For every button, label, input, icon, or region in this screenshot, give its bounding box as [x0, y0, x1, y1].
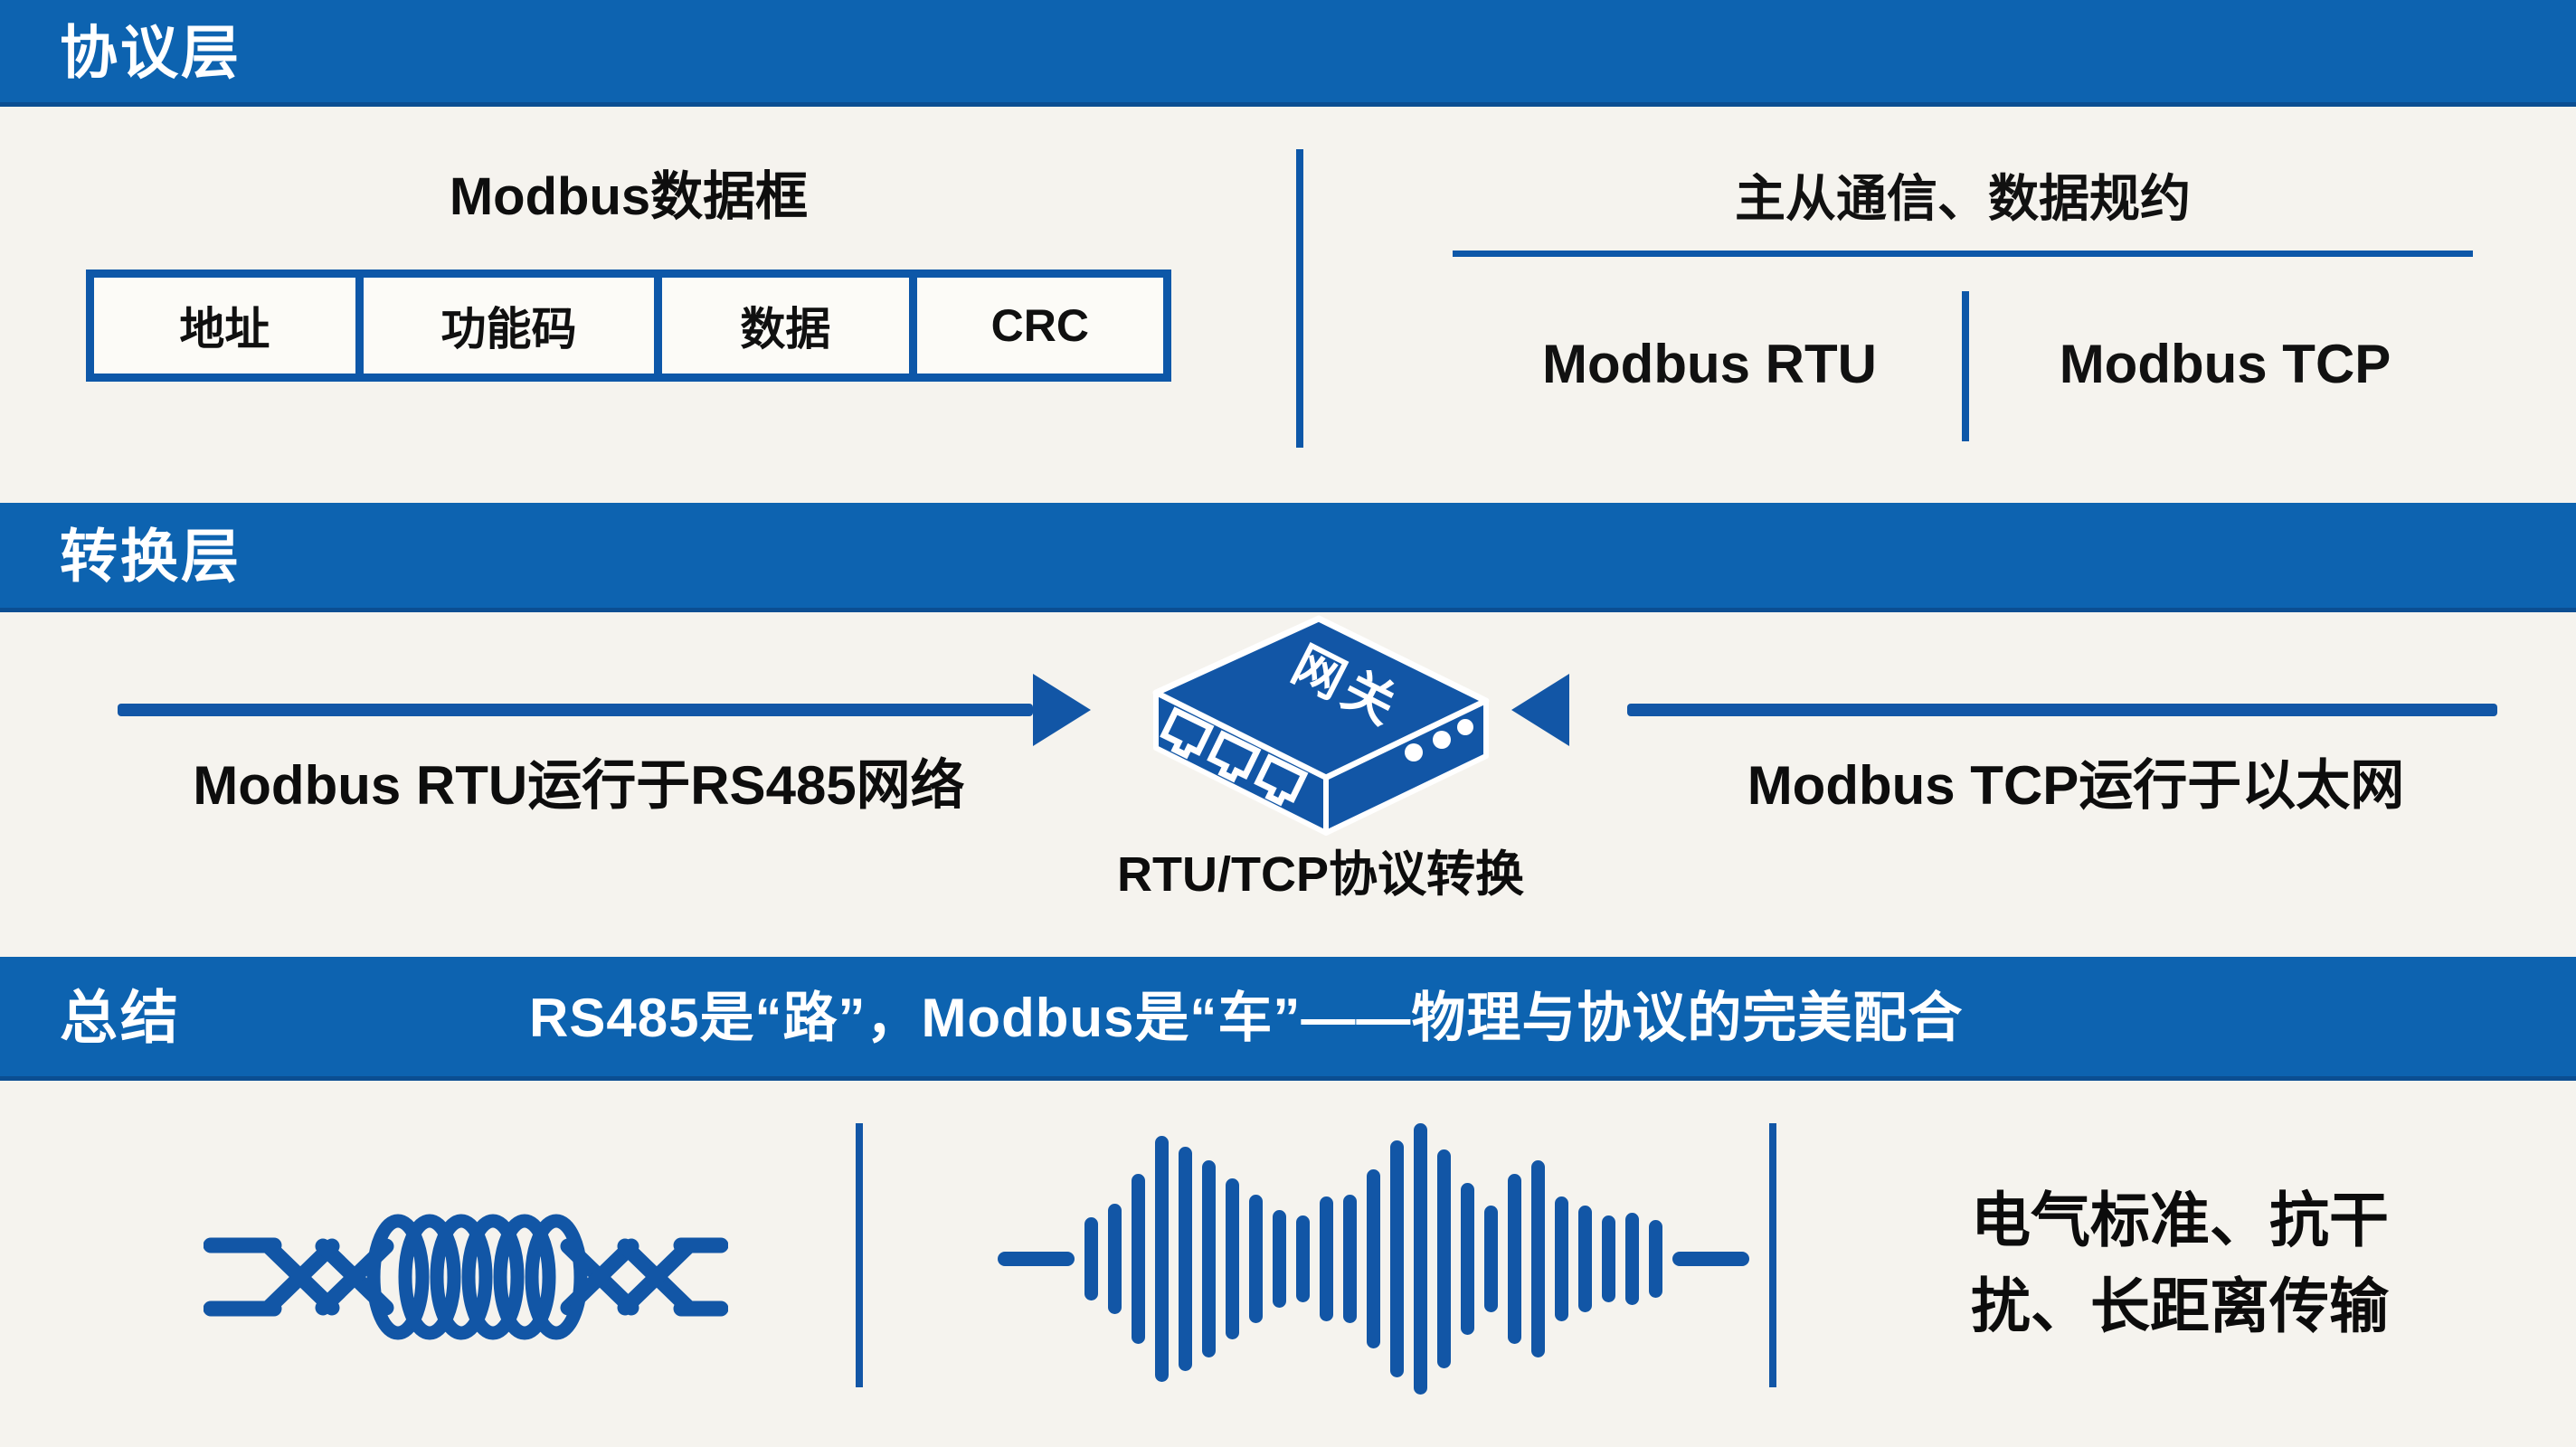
- gateway-caption: RTU/TCP协议转换: [1117, 847, 1524, 902]
- waveform-tail-dash: [1672, 1252, 1749, 1266]
- waveform-bar: [1366, 1169, 1380, 1348]
- waveform-bar: [1577, 1206, 1592, 1312]
- conversion-layer-title: 转换层: [60, 524, 242, 590]
- gateway-indicator-dots: [1405, 719, 1473, 761]
- waveform-bar: [1225, 1178, 1239, 1339]
- waveform-bar: [1530, 1160, 1545, 1357]
- waveform-bar: [1201, 1160, 1216, 1357]
- mode-modbus-tcp: Modbus TCP: [2059, 334, 2391, 394]
- waveform-bar: [1436, 1149, 1451, 1368]
- waveform-bar: [1131, 1174, 1145, 1344]
- banner-summary: 总结 RS485是“路”，Modbus是“车”——物理与协议的完美配合: [0, 957, 2576, 1081]
- waveform-bar: [1460, 1183, 1474, 1335]
- frame-field-crc: CRC: [908, 278, 1163, 374]
- twisted-pair-icon: [204, 1214, 728, 1340]
- waveform-bar: [1648, 1220, 1662, 1298]
- waveform-bar: [1319, 1196, 1333, 1321]
- summary-note-line1: 电气标准、抗干: [1971, 1187, 2389, 1253]
- summary-statement: RS485是“路”，Modbus是“车”——物理与协议的完美配合: [529, 988, 1964, 1049]
- frame-field-data: 数据: [654, 278, 908, 374]
- modbus-frame-title: Modbus数据框: [449, 167, 809, 226]
- mode-modbus-rtu: Modbus RTU: [1542, 334, 1877, 394]
- gateway-port-icons: [1160, 706, 1309, 807]
- banner-conversion-layer: 转换层: [0, 503, 2576, 612]
- waveform-bar: [1154, 1136, 1169, 1382]
- waveform-bar: [1248, 1195, 1263, 1323]
- gateway-device-icon: 网关: [1152, 615, 1490, 836]
- frame-field-address: 地址: [179, 304, 270, 355]
- frame-field-function-code: 功能码: [355, 278, 654, 374]
- waveform-bar: [1272, 1210, 1286, 1308]
- tcp-arrow-head-icon: [1511, 674, 1569, 746]
- tcp-arrow-line: [1627, 704, 2497, 716]
- waveform-bar: [1624, 1213, 1639, 1305]
- waveform-bar: [1413, 1123, 1427, 1395]
- waveform-lead-dash: [997, 1252, 1075, 1266]
- banner-protocol-layer: 协议层: [0, 0, 2576, 107]
- rtu-arrow-line: [118, 704, 1033, 716]
- protocol-layer-title: 协议层: [60, 19, 242, 85]
- summary-note-line2: 扰、长距离传输: [1971, 1272, 2389, 1339]
- mode-divider: [1962, 291, 1969, 441]
- summary-divider-left: [856, 1123, 863, 1387]
- waveform-bar: [1601, 1215, 1615, 1302]
- tcp-network-label: Modbus TCP运行于以太网: [1747, 755, 2405, 816]
- summary-note: 电气标准、抗干 扰、长距离传输: [1845, 1177, 2514, 1349]
- waveform-bar: [1483, 1206, 1498, 1312]
- waveform-bar: [1295, 1215, 1310, 1302]
- signal-waveform-icon: [993, 1123, 1753, 1395]
- communication-title: 主从通信、数据规约: [1735, 170, 2191, 227]
- communication-underline: [1453, 251, 2473, 257]
- waveform-bar: [1084, 1217, 1098, 1300]
- rtu-arrow-head-icon: [1033, 674, 1091, 746]
- waveform-bar: [1554, 1196, 1568, 1321]
- summary-divider-right: [1769, 1123, 1776, 1387]
- modbus-frame-diagram: 地址 功能码 数据 CRC: [86, 270, 1171, 382]
- waveform-bar: [1107, 1204, 1122, 1314]
- waveform-bar: [1389, 1140, 1404, 1377]
- waveform-bars: [1084, 1123, 1662, 1395]
- rtu-network-label: Modbus RTU运行于RS485网络: [193, 755, 965, 816]
- waveform-bar: [1342, 1195, 1357, 1323]
- waveform-bar: [1507, 1174, 1521, 1344]
- protocol-section-divider: [1296, 149, 1303, 448]
- summary-title: 总结: [60, 985, 181, 1051]
- waveform-bar: [1178, 1147, 1192, 1371]
